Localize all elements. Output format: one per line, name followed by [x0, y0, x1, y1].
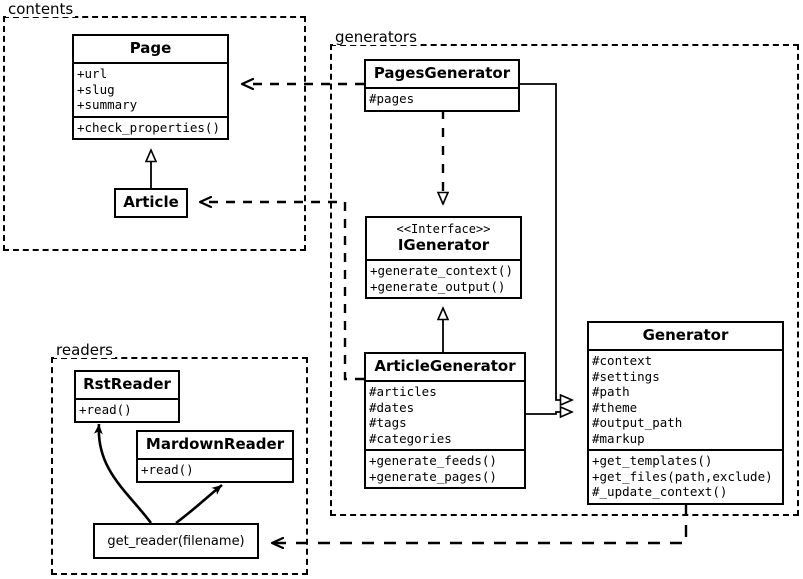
methods-generator: +get_templates() +get_files(path,exclude… — [589, 449, 782, 503]
attribute: #markup — [592, 430, 645, 446]
attributes-generator: #context #settings #path #theme #output_… — [589, 349, 782, 449]
class-name-mardown-reader: MardownReader — [145, 435, 285, 453]
package-contents-label: contents — [6, 0, 76, 18]
method: #_update_context() — [592, 484, 728, 499]
methods-rst-reader: +read() — [76, 398, 178, 421]
class-box-article-generator[interactable]: ArticleGenerator #articles #dates #tags … — [364, 352, 526, 489]
package-contents — [3, 16, 306, 251]
attributes-page: +url +slug +summary — [74, 62, 227, 116]
attribute: #context — [592, 353, 653, 368]
method: +read() — [141, 462, 194, 477]
method: +get_templates() — [592, 453, 713, 468]
method: +get_files(path,exclude) — [592, 468, 773, 484]
attribute: #articles — [369, 384, 437, 399]
attributes-pages-generator: #pages — [366, 87, 518, 110]
attribute: #theme — [592, 399, 638, 415]
attributes-article-generator: #articles #dates #tags #categories — [366, 380, 524, 449]
attribute: #path — [592, 384, 630, 399]
attribute: #tags — [369, 415, 407, 430]
stereotype-interface: <<Interface>> — [396, 222, 491, 236]
attribute: #output_path — [592, 415, 683, 430]
class-box-page[interactable]: Page +url +slug +summary +check_properti… — [72, 34, 229, 140]
function-name-get-reader: get_reader(filename) — [107, 533, 245, 549]
method: +check_properties() — [77, 119, 220, 135]
attribute: #categories — [369, 430, 452, 446]
attribute: #pages — [369, 91, 415, 106]
attribute: +slug — [77, 81, 115, 97]
package-generators-label: generators — [333, 28, 419, 46]
method: +generate_output() — [370, 278, 506, 294]
methods-igenerator: +generate_context() +generate_output() — [367, 259, 520, 297]
methods-page: +check_properties() — [74, 115, 227, 139]
class-box-article[interactable]: Article — [114, 188, 188, 218]
class-box-rst-reader[interactable]: RstReader +read() — [74, 370, 180, 423]
class-name-page: Page — [129, 39, 172, 57]
class-name-article: Article — [123, 193, 179, 211]
attribute: +summary — [77, 97, 138, 112]
function-box-get-reader[interactable]: get_reader(filename) — [93, 523, 259, 559]
class-name-igenerator: IGenerator — [397, 236, 490, 254]
class-name-article-generator: ArticleGenerator — [374, 357, 516, 375]
attribute: +url — [77, 66, 108, 81]
method: +generate_context() — [370, 263, 513, 278]
attribute: #settings — [592, 368, 660, 384]
package-readers-label: readers — [54, 341, 115, 359]
method: +generate_feeds() — [369, 453, 497, 468]
class-box-pages-generator[interactable]: PagesGenerator #pages — [364, 59, 520, 112]
method: +read() — [79, 402, 132, 417]
class-name-rst-reader: RstReader — [83, 375, 171, 393]
class-box-mardown-reader[interactable]: MardownReader +read() — [136, 430, 294, 483]
methods-mardown-reader: +read() — [138, 458, 292, 481]
class-box-generator[interactable]: Generator #context #settings #path #them… — [587, 321, 784, 505]
package-readers — [51, 357, 308, 575]
class-name-pages-generator: PagesGenerator — [373, 64, 511, 82]
attribute: #dates — [369, 399, 415, 415]
methods-article-generator: +generate_feeds() +generate_pages() — [366, 449, 524, 487]
class-box-igenerator[interactable]: <<Interface>> IGenerator +generate_conte… — [365, 216, 522, 299]
method: +generate_pages() — [369, 468, 497, 484]
class-name-generator: Generator — [642, 326, 729, 344]
